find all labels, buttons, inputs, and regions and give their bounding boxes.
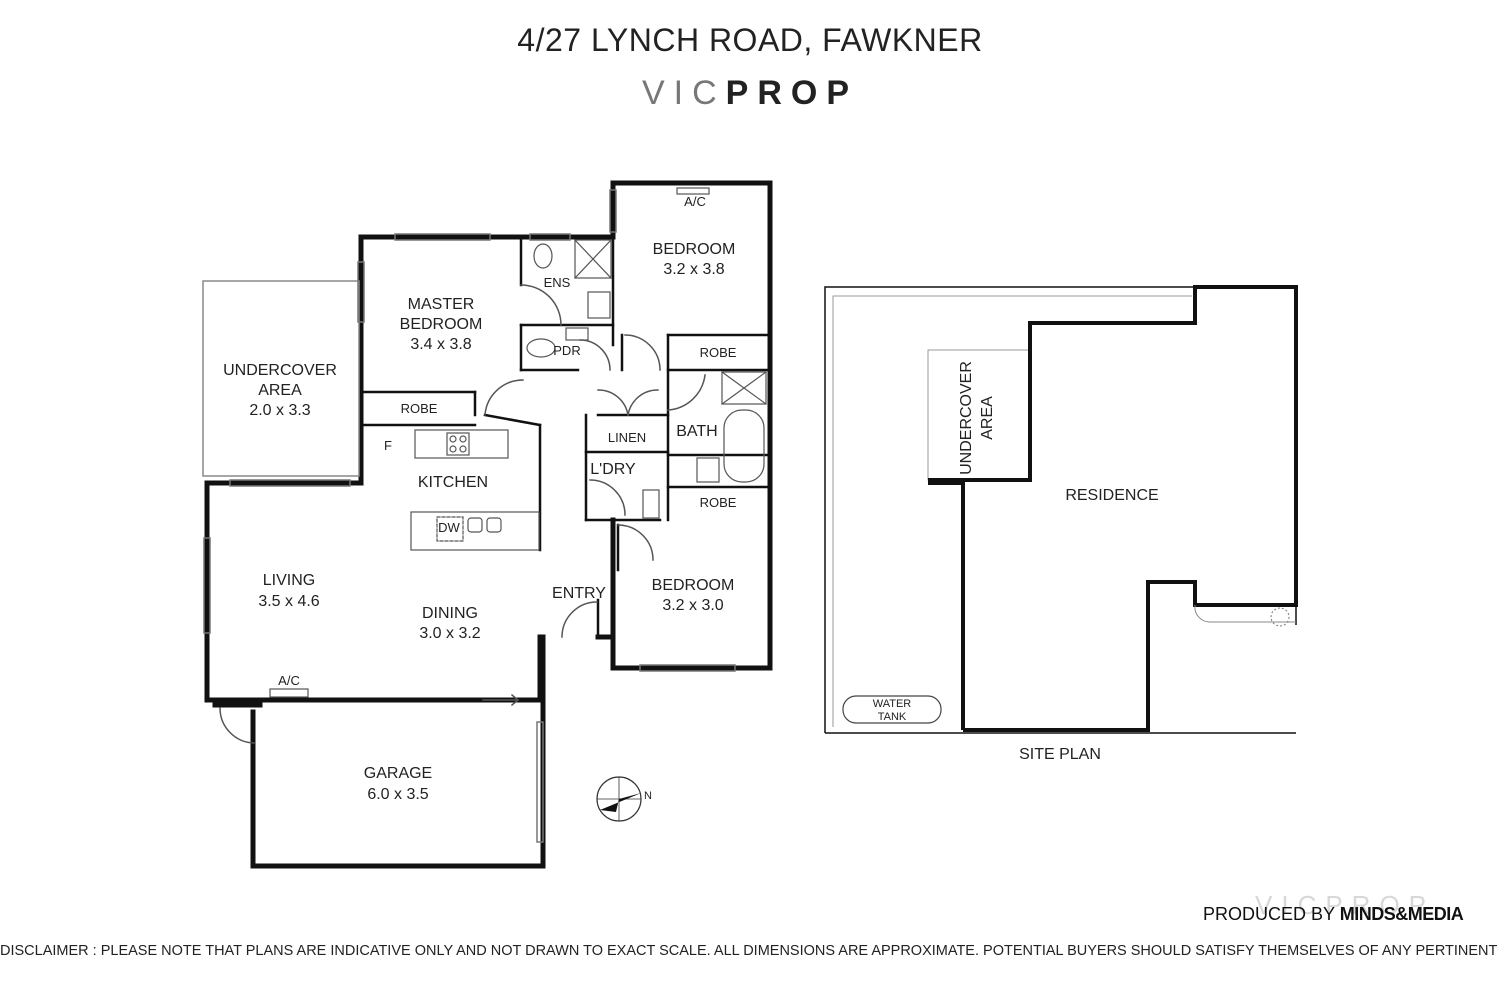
logo-bold-part: PROP [725, 74, 859, 112]
disclaimer: DISCLAIMER : PLEASE NOTE THAT PLANS ARE … [0, 943, 1500, 959]
linen-label: LINEN [608, 430, 646, 445]
robe-master-label: ROBE [401, 401, 438, 416]
master-bedroom-size: 3.4 x 3.8 [410, 336, 471, 353]
ensuite-label: ENS [544, 275, 571, 290]
ac-living-label: A/C [278, 673, 300, 688]
entry-label: ENTRY [552, 585, 606, 602]
robe-bed-top-label: ROBE [700, 345, 737, 360]
residence-outline [928, 285, 1298, 732]
ac-top-label: A/C [684, 194, 706, 209]
garage-size: 6.0 x 3.5 [367, 786, 428, 803]
site-undercover-label-1: UNDERCOVER [958, 361, 975, 475]
logo-light-part: VIC [641, 74, 726, 112]
bedroom-top-size: 3.2 x 3.8 [663, 261, 724, 278]
vicprop-logo: VICPROP [0, 74, 1500, 113]
dining-size: 3.0 x 3.2 [419, 625, 480, 642]
laundry-label: L'DRY [590, 461, 636, 478]
master-bedroom-label-2: BEDROOM [400, 316, 483, 333]
produced-by-text: PRODUCED BY [1203, 904, 1335, 924]
master-bedroom-label-1: MASTER [408, 296, 475, 313]
living-size: 3.5 x 4.6 [258, 593, 319, 610]
tree-icon [1270, 607, 1290, 627]
site-plan-labels: RESIDENCE UNDERCOVER AREA WATER TANK SIT… [873, 361, 1159, 763]
windows [203, 189, 736, 843]
site-plan [824, 285, 1298, 734]
door-swings [219, 284, 706, 744]
water-tank-label-2: TANK [878, 711, 907, 723]
dining-label: DINING [422, 605, 478, 622]
undercover-area-outline [202, 280, 360, 477]
living-label: LIVING [263, 572, 315, 589]
exterior-walls [204, 180, 773, 869]
floor-plan-labels: MASTER BEDROOM 3.4 x 3.8 ENS PDR A/C BED… [223, 194, 737, 803]
water-tank-label-1: WATER [873, 698, 912, 710]
kitchen-label: KITCHEN [418, 474, 488, 491]
bedroom-bottom-size: 3.2 x 3.0 [662, 597, 723, 614]
undercover-size: 2.0 x 3.3 [249, 402, 310, 419]
site-plan-title: SITE PLAN [1019, 746, 1101, 763]
robe-bed-bottom-label: ROBE [700, 495, 737, 510]
powder-room-label: PDR [553, 343, 580, 358]
fridge-label: F [384, 438, 392, 453]
vicprop-watermark: VICPROP [1255, 890, 1436, 920]
minds-media-logo: MINDS&MEDIA [1339, 904, 1464, 924]
site-undercover-label-2: AREA [979, 396, 996, 440]
residence-label: RESIDENCE [1065, 487, 1158, 504]
bedroom-top-label: BEDROOM [653, 241, 736, 258]
dishwasher-label: DW [438, 520, 460, 535]
north-label: N [644, 790, 652, 802]
undercover-label-2: AREA [258, 382, 302, 399]
produced-by: PRODUCED BY MINDS&MEDIA [1203, 904, 1464, 925]
compass-icon: N [596, 776, 652, 822]
bedroom-bottom-label: BEDROOM [652, 577, 735, 594]
bath-label: BATH [676, 423, 717, 440]
property-address: 4/27 LYNCH ROAD, FAWKNER [517, 22, 983, 58]
water-tank-outline [842, 695, 942, 724]
garage-label: GARAGE [364, 765, 432, 782]
floor-plan [202, 180, 773, 869]
interior-walls [360, 235, 772, 639]
fixtures [269, 187, 767, 698]
undercover-label-1: UNDERCOVER [223, 362, 337, 379]
